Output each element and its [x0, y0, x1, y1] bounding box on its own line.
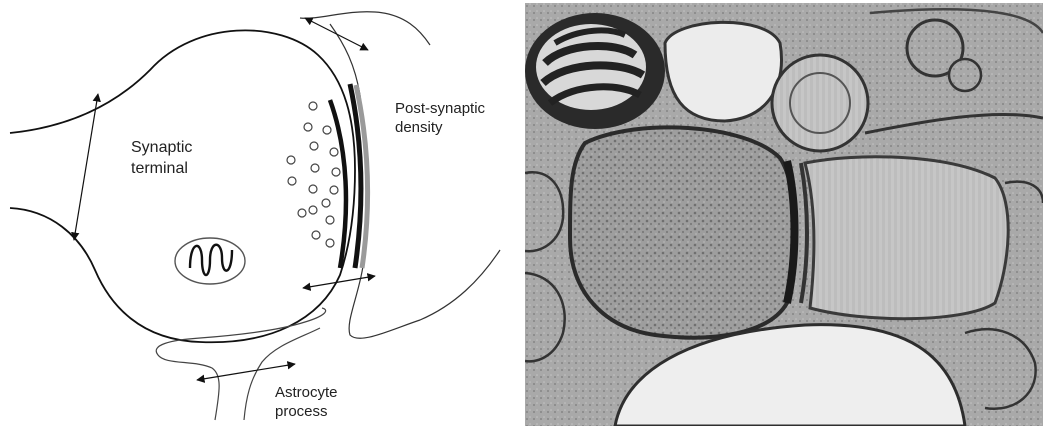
label-post-synaptic-density: Post-synaptic density — [395, 99, 485, 137]
synaptic-vesicles — [287, 102, 340, 247]
label-psd-line2: density — [395, 118, 485, 137]
postsynaptic-membrane-upper — [300, 12, 430, 45]
label-synaptic-terminal-line1: Synaptic — [131, 137, 192, 158]
micrograph-vesicle — [772, 55, 868, 151]
double-arrows — [74, 18, 375, 380]
schematic-drawing — [0, 0, 520, 427]
synapse-schematic: Synaptic terminal Post-synaptic density … — [0, 0, 520, 427]
micrograph-postsynaptic-region — [805, 157, 1008, 319]
label-synaptic-terminal: Synaptic terminal — [131, 137, 192, 179]
label-astrocyte-process: Astrocyte process — [275, 383, 338, 421]
arrow-terminal — [74, 94, 98, 240]
label-synaptic-terminal-line2: terminal — [131, 158, 192, 179]
label-psd-line1: Post-synaptic — [395, 99, 485, 118]
arrow-top — [305, 18, 368, 50]
label-astrocyte-line1: Astrocyte — [275, 383, 338, 402]
micrograph-compartment-upper — [665, 22, 782, 121]
arrow-astrocyte — [197, 364, 295, 380]
mitochondrion-cristae — [190, 245, 232, 275]
micrograph-drawing — [525, 3, 1043, 426]
electron-micrograph-image — [525, 3, 1043, 426]
terminal-membrane — [10, 30, 355, 342]
label-astrocyte-line2: process — [275, 402, 338, 421]
micrograph-presynaptic-terminal — [570, 127, 795, 337]
micrograph-mitochondrion — [525, 13, 665, 129]
